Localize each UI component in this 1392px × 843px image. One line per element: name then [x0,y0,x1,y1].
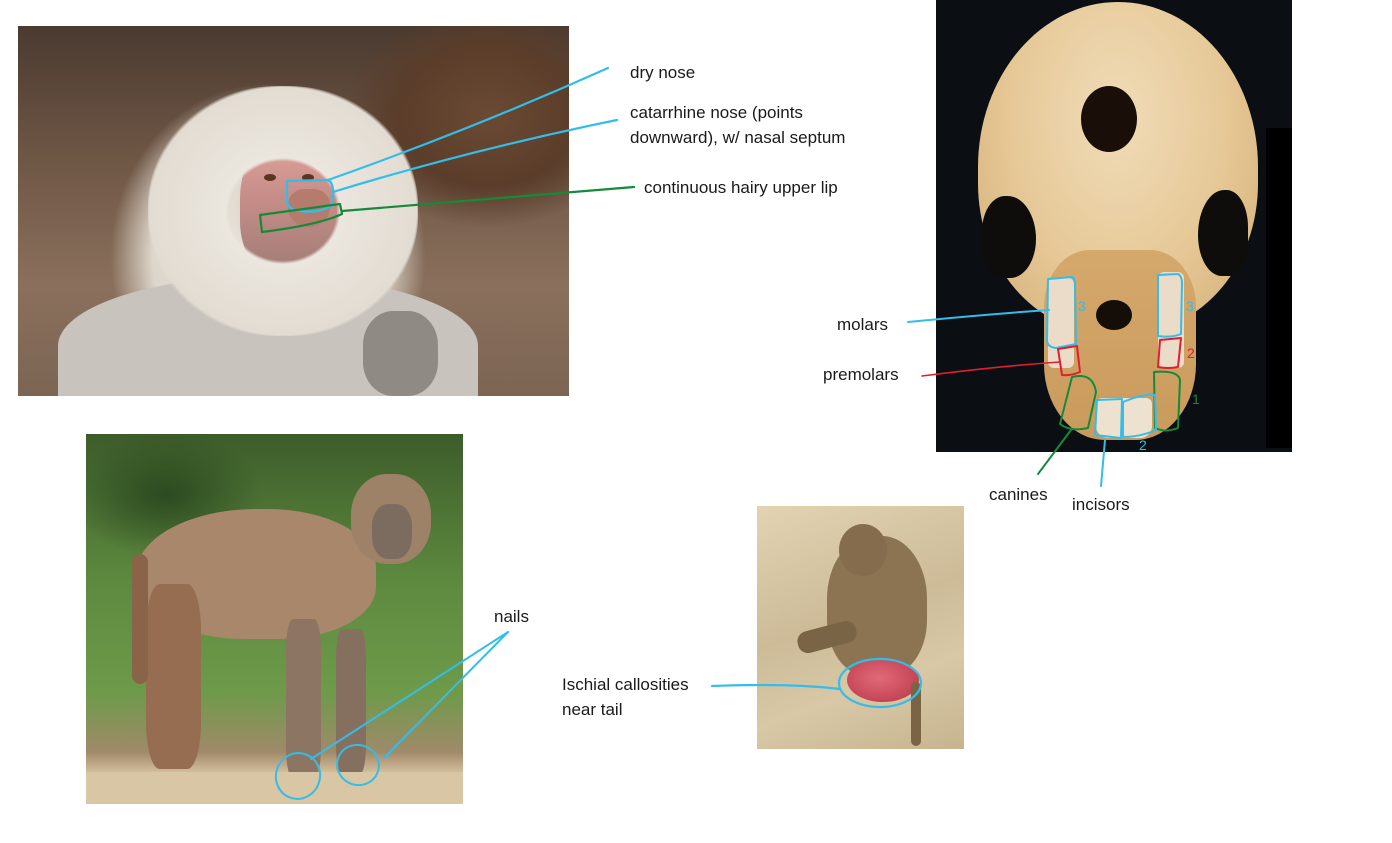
incisor-teeth [1096,398,1152,438]
ledge [86,772,463,804]
tail [132,554,148,684]
label-ischial-1: Ischial callosities [562,675,689,694]
label-dry-nose: dry nose [630,63,696,82]
callosities [847,658,919,702]
hand [363,311,438,396]
orbit-left [982,196,1036,278]
teeth-left [1048,278,1074,368]
fore-leg-2 [336,629,366,774]
label-incisors: incisors [1072,495,1130,514]
label-ischial-2: near tail [562,700,623,719]
label-nails: nails [494,607,529,626]
baboon-face [372,504,412,559]
baboon-head [839,524,887,576]
teeth-right [1158,272,1184,368]
label-molars: molars [837,315,889,334]
sitting-baboon-photo [757,506,964,749]
skull-photo [936,0,1292,452]
hind-leg [146,584,201,769]
fore-leg-1 [286,619,321,779]
foramen-magnum [1081,86,1137,152]
orbit-right [1198,190,1248,276]
nasal-opening [1096,300,1132,330]
label-catarrhine-nose-1: catarrhine nose (points [630,103,803,122]
label-canines: canines [989,485,1048,504]
label-hairy-upper-lip: continuous hairy upper lip [644,178,838,197]
baboon-face-photo [18,26,569,396]
label-premolars: premolars [823,365,899,384]
black-strip [1266,128,1292,448]
standing-baboon-photo [86,434,463,804]
fur-mane [148,86,418,336]
tail [911,682,921,746]
label-catarrhine-nose-2: downward), w/ nasal septum [630,128,846,147]
